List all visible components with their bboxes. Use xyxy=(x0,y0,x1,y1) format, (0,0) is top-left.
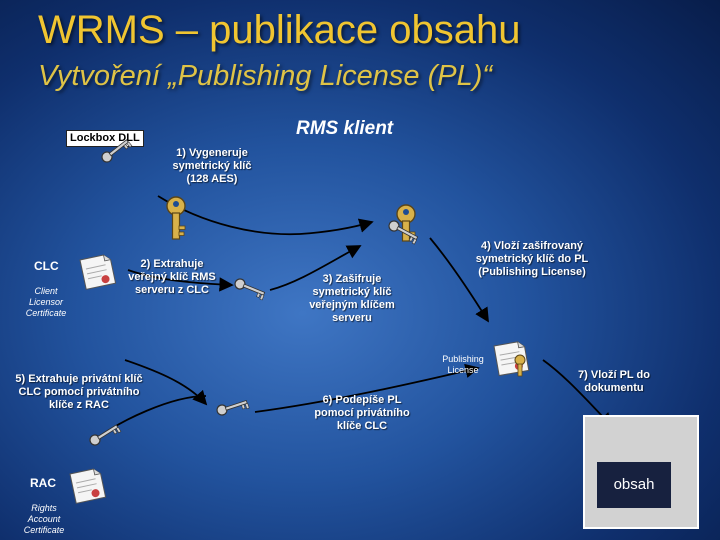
clc-private-key-icon xyxy=(215,396,250,419)
rms-client-label: RMS klient xyxy=(296,118,394,139)
arrow-to-private-key xyxy=(124,359,208,406)
lockbox-key-icon xyxy=(99,136,133,166)
page-subtitle: Vytvoření „Publishing License (PL)“ xyxy=(38,60,493,92)
arrow-clc-to-public-key xyxy=(127,269,234,292)
clc-name: CLC xyxy=(34,259,59,273)
document-content-label: obsah xyxy=(597,462,671,508)
symmetric-key-icon xyxy=(166,196,186,240)
arrow-key-to-encrypt xyxy=(157,195,374,236)
server-public-key-icon xyxy=(232,276,268,301)
publishing-license-key-icon xyxy=(514,354,526,377)
arrow-encrypted-key-to-pl xyxy=(429,237,489,323)
arrow-public-key-to-encrypt xyxy=(269,245,362,291)
rac-key-icon xyxy=(87,421,122,449)
rac-name: RAC xyxy=(30,476,56,490)
page-title: WRMS – publikace obsahu xyxy=(38,8,521,52)
arrow-sign-pl xyxy=(254,363,480,413)
rac-certificate-icon xyxy=(69,467,107,504)
